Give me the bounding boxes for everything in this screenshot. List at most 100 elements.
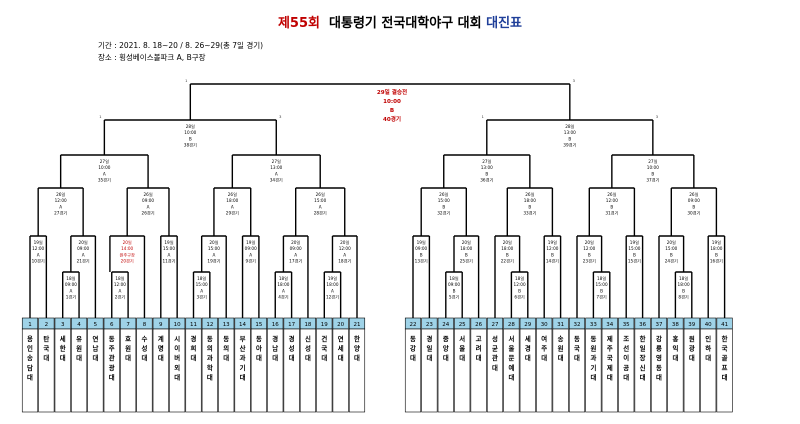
game-info-g8: B (682, 288, 685, 293)
final-game-line: B (389, 108, 395, 114)
team-name: 대 (289, 353, 295, 362)
game-info-g9: 09:00 (245, 246, 257, 251)
game-info-g25: 25경기 (460, 258, 473, 265)
team-name: 대 (76, 353, 82, 362)
game-info-g14: B (551, 252, 554, 257)
final-game-line: 40경기 (382, 117, 402, 123)
final-game-line: 10:00 (383, 99, 401, 105)
team-name: 익 (672, 344, 678, 353)
slot-marker: 3 (573, 79, 575, 83)
team-name: 대 (574, 353, 580, 362)
game-info-g24: 24경기 (665, 258, 678, 265)
team-number: 12 (206, 322, 213, 328)
game-info-g27: 27경기 (54, 210, 67, 217)
team-name: 관 (109, 353, 115, 362)
game-info-g33: 26일 (525, 191, 534, 197)
game-info-g7: 18일 (597, 275, 606, 281)
team-name: 대 (722, 372, 728, 381)
game-info-g2: A (118, 288, 121, 293)
game-info-g17: 09:00 (290, 246, 302, 251)
team-name-cell (519, 328, 536, 413)
game-info-g23: 20일 (585, 239, 594, 245)
game-info-g18: 18경기 (338, 258, 351, 265)
game-info-g16: 18:00 (710, 246, 722, 251)
game-info-g12: 12경기 (326, 294, 339, 301)
game-info-g23: 12:00 (583, 246, 595, 251)
game-info-g33: 18:00 (524, 198, 536, 203)
team-name: 국 (321, 345, 327, 353)
team-number: 22 (410, 322, 417, 328)
game-info-g18: 20일 (340, 239, 349, 245)
team-name: 한 (722, 334, 728, 343)
game-info-g35: 10:00 (98, 165, 110, 170)
game-info-g6: 12:00 (514, 282, 526, 287)
team-name-cell (316, 328, 333, 413)
team-name: 원 (125, 344, 131, 353)
game-info-g26: A (147, 204, 150, 209)
game-info-g11: 19일 (164, 239, 173, 245)
team-name-cell (87, 328, 104, 413)
team-name-cell (700, 328, 717, 413)
team-number: 6 (110, 322, 114, 328)
game-info-g20: 원주구장 (119, 251, 135, 258)
team-name: 대 (272, 353, 278, 362)
team-name: 원 (76, 344, 82, 353)
team-name: 연 (92, 334, 98, 343)
game-info-g6: 6경기 (514, 294, 525, 301)
team-name-cell (136, 328, 153, 413)
team-number: 31 (557, 322, 564, 328)
game-info-g8: 8경기 (678, 294, 689, 301)
team-name: 고 (476, 335, 482, 343)
game-info-g11: 11경기 (162, 258, 175, 265)
team-name-cell (585, 328, 602, 413)
team-name: 연 (338, 334, 344, 343)
team-name: 일 (426, 344, 432, 353)
team-name: 대 (508, 372, 514, 381)
team-name-cell (234, 328, 251, 413)
game-info-g18: 12:00 (339, 246, 351, 251)
team-name: 버 (174, 353, 180, 362)
team-name: 시 (174, 335, 180, 343)
game-info-g26: 26일 (143, 191, 152, 197)
team-number: 5 (94, 322, 98, 328)
game-info-g13: 09:00 (415, 246, 427, 251)
team-name: 송 (558, 334, 564, 343)
team-name-cell (421, 328, 438, 413)
slot-marker: 1 (99, 115, 101, 119)
game-info-g9: 19일 (246, 239, 255, 245)
game-info-g24: 20일 (667, 239, 676, 245)
team-name: 동 (256, 335, 262, 343)
team-name: 명 (158, 344, 164, 353)
game-info-g4: A (282, 288, 285, 293)
team-name: 대 (354, 353, 360, 362)
game-info-g30: 09:00 (688, 198, 700, 203)
team-number: 38 (672, 322, 679, 328)
game-info-g20: 14:00 (121, 246, 133, 251)
team-name: 대 (207, 372, 213, 381)
team-number: 41 (721, 322, 728, 328)
team-name: 건 (321, 334, 327, 343)
game-info-g10: 19일 (34, 239, 43, 245)
game-info-g5: 09:00 (448, 282, 460, 287)
team-name: 대 (410, 353, 416, 362)
final-game-line: 29일 결승전 (376, 90, 408, 96)
team-name: 세 (525, 334, 531, 343)
game-info-g16: 16경기 (710, 258, 723, 265)
game-info-g15: 15경기 (628, 258, 641, 265)
game-info-g7: B (600, 288, 603, 293)
slot-marker: 3 (656, 115, 658, 119)
team-name: 제 (607, 363, 613, 372)
team-name-cell (470, 328, 487, 413)
game-info-g1: A (69, 288, 72, 293)
team-number: 18 (304, 322, 311, 328)
team-number: 8 (143, 322, 147, 328)
team-name: 원 (689, 334, 695, 343)
game-info-g9: A (249, 252, 252, 257)
